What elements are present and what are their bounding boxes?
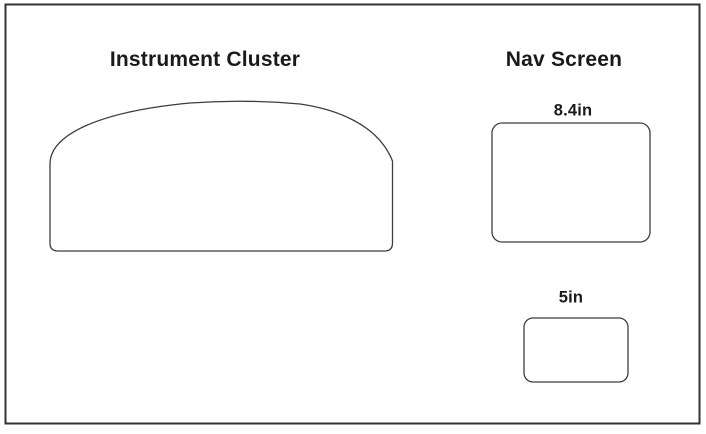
- instrument-cluster-outline: [49, 100, 394, 252]
- instrument-cluster-title: Instrument Cluster: [109, 48, 301, 71]
- nav-screen-84in-size-label: 8.4in: [553, 101, 593, 120]
- nav-screen-5in-size-label: 5in: [558, 288, 584, 307]
- nav-screen-84in-outline: [491, 122, 651, 243]
- nav-screen-title: Nav Screen: [505, 48, 623, 71]
- nav-screen-5in-outline: [523, 317, 629, 383]
- outer-frame: [4, 3, 701, 425]
